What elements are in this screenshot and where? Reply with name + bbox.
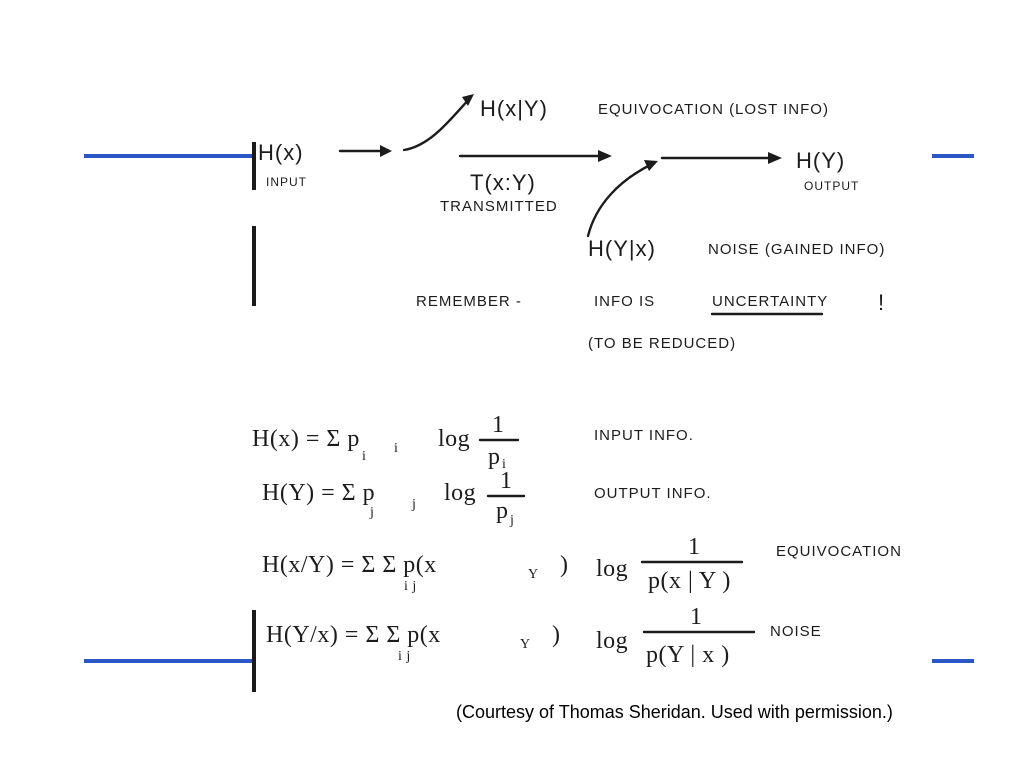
eq4-mid: Y: [520, 637, 531, 652]
eq3-sums-sub: i j: [404, 579, 417, 594]
to-be-reduced-label: (TO BE REDUCED): [588, 335, 736, 352]
eq2-den-sub: j: [509, 513, 514, 528]
eq2-lhs: H(Y) = Σ p: [262, 480, 375, 506]
scan-edge-mark: [252, 226, 256, 306]
eq1-lhs-sub: i: [394, 441, 398, 456]
arrowhead: [598, 150, 612, 162]
eq4-label: NOISE: [770, 623, 822, 640]
input-label: INPUT: [266, 175, 307, 189]
scan-edge-mark: [252, 610, 256, 692]
eq3-log: log: [596, 556, 628, 582]
scan-edge-mark: [252, 142, 256, 190]
arrowhead: [644, 160, 658, 171]
handwritten-notes-scan: [252, 68, 932, 692]
eq1-sum-sub: i: [362, 449, 366, 464]
blue-rule-bottom-left: [84, 659, 254, 663]
eq3-den: p(x | Y ): [648, 568, 731, 594]
equivocation-lost-label: EQUIVOCATION (LOST INFO): [598, 101, 829, 118]
arrowhead: [380, 145, 392, 157]
uncertainty-label: UNCERTAINTY: [712, 293, 828, 310]
exclaim-label: !: [878, 290, 885, 315]
remember-label: REMEMBER -: [416, 293, 522, 310]
output-label: OUTPUT: [804, 179, 859, 193]
eq1-lhs: H(x) = Σ p: [252, 426, 360, 452]
eq1-num: 1: [492, 412, 505, 438]
eq2-num: 1: [500, 468, 513, 494]
eq2-den: p: [496, 498, 509, 524]
eq1-label: INPUT INFO.: [594, 427, 694, 444]
hyx-label: H(Y|x): [588, 236, 656, 261]
hy-label: H(Y): [796, 148, 845, 173]
eq3-num: 1: [688, 534, 701, 560]
eq1-den: p: [488, 444, 501, 470]
eq4-log: log: [596, 628, 628, 654]
eq2-log: log: [444, 480, 476, 506]
eq2-label: OUTPUT INFO.: [594, 485, 712, 502]
eq1-den-sub: i: [502, 457, 506, 472]
hxy-label: H(x|Y): [480, 96, 548, 121]
eq3-tail: ): [560, 552, 569, 578]
eq4-num: 1: [690, 604, 703, 630]
transmitted-label: TRANSMITTED: [440, 198, 558, 215]
eq2-lhs-sub: j: [411, 497, 416, 512]
eq4-lhs: H(Y/x) = Σ Σ p(x: [266, 622, 441, 648]
info-is-label: INFO IS: [594, 293, 655, 310]
hx-label: H(x): [258, 140, 304, 165]
eq1-log: log: [438, 426, 470, 452]
eq2-sum-sub: j: [369, 505, 374, 520]
eq4-tail: ): [552, 622, 561, 648]
arrow-to-equivocation: [402, 96, 472, 152]
caption-credit: (Courtesy of Thomas Sheridan. Used with …: [456, 702, 893, 722]
eq4-sums-sub: i j: [398, 649, 411, 664]
arrowhead: [768, 152, 782, 164]
eq3-mid: Y: [528, 567, 539, 582]
blue-rule-bottom-right: [930, 659, 974, 663]
arrowhead: [462, 94, 474, 106]
eq3-lhs: H(x/Y) = Σ Σ p(x: [262, 552, 437, 578]
noise-gained-label: NOISE (GAINED INFO): [708, 241, 885, 258]
eq4-den: p(Y | x ): [646, 642, 730, 668]
arrow-noise-in: [586, 162, 654, 238]
eq3-label: EQUIVOCATION: [776, 543, 902, 560]
txy-label: T(x:Y): [470, 170, 536, 195]
blue-rule-top-right: [930, 154, 974, 158]
blue-rule-top-left: [84, 154, 254, 158]
